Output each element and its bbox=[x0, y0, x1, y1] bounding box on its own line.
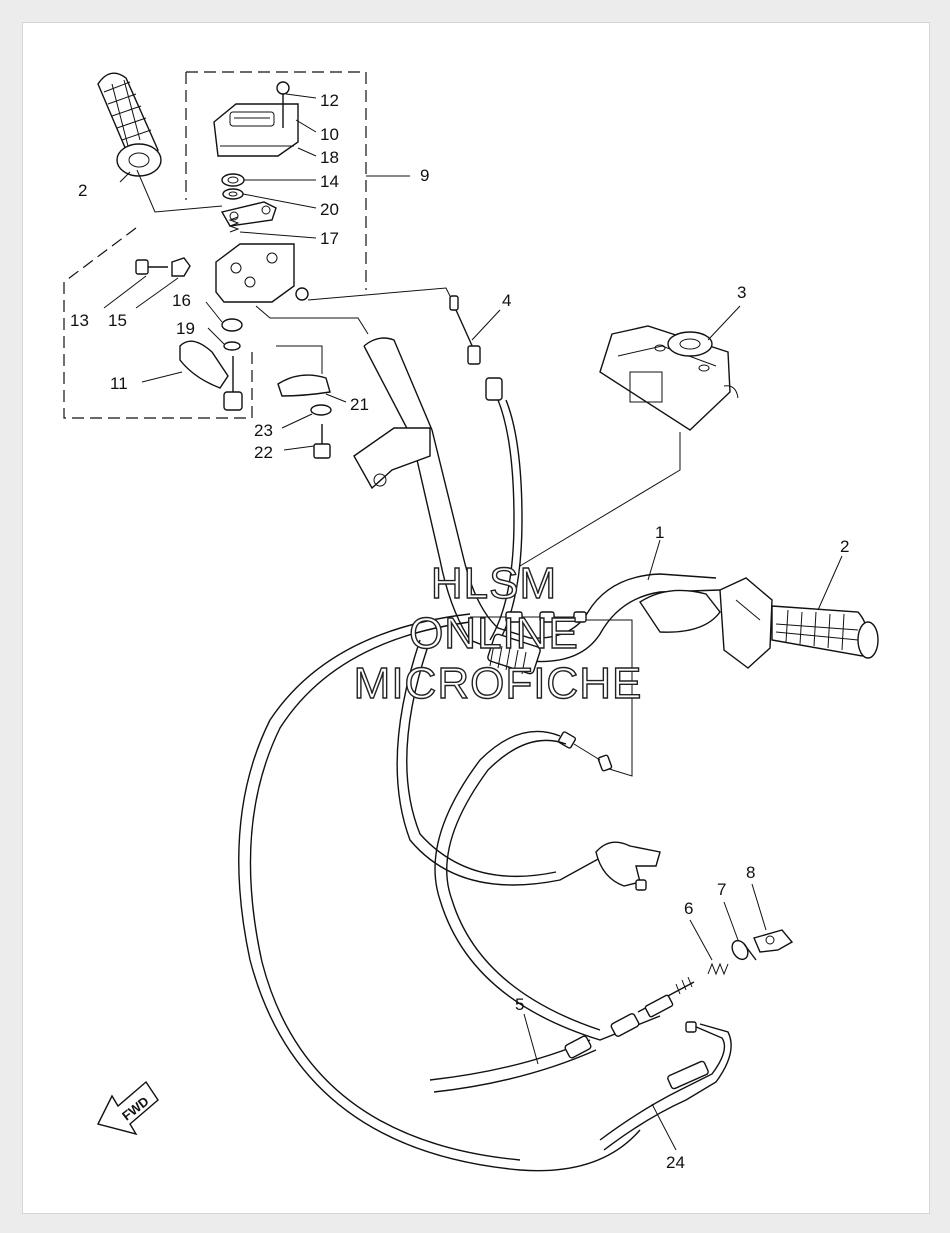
washer-20 bbox=[222, 188, 244, 200]
callout-labels: 12 10 18 9 14 20 17 2 13 15 16 19 11 21 … bbox=[70, 91, 849, 1172]
callout-12: 12 bbox=[320, 91, 339, 110]
washer-14 bbox=[221, 173, 245, 187]
callout-21: 21 bbox=[350, 395, 369, 414]
callout-11: 11 bbox=[110, 374, 128, 393]
callout-14: 14 bbox=[320, 172, 339, 191]
callout-2-left: 2 bbox=[78, 181, 87, 200]
callout-1: 1 bbox=[655, 523, 664, 542]
cable-elbow bbox=[595, 841, 661, 891]
callout-8: 8 bbox=[746, 863, 755, 882]
washer-19 bbox=[223, 341, 241, 351]
washer-23 bbox=[310, 404, 332, 416]
fwd-direction-marker: FWD bbox=[96, 1080, 159, 1136]
holder-8 bbox=[753, 929, 794, 953]
cable-24 bbox=[599, 1021, 732, 1151]
throttle-cable bbox=[449, 295, 541, 675]
right-switch-housing bbox=[719, 577, 773, 669]
cable-fittings bbox=[470, 611, 633, 777]
nut-15 bbox=[171, 257, 191, 277]
right-grip bbox=[771, 605, 879, 659]
callout-20: 20 bbox=[320, 200, 339, 219]
arrow-left-down-icon bbox=[96, 1080, 159, 1136]
callout-19: 19 bbox=[176, 319, 195, 338]
cover-screw bbox=[276, 81, 290, 128]
watermark-line-3: MICROFICHE bbox=[354, 659, 643, 708]
clutch-cable-loop bbox=[238, 613, 661, 1172]
left-grip bbox=[97, 72, 223, 213]
pin-7 bbox=[731, 939, 757, 961]
watermark-line-1: HLSM bbox=[431, 559, 557, 608]
callout-22: 22 bbox=[254, 443, 273, 462]
bolt-22 bbox=[313, 424, 331, 459]
collar-16 bbox=[221, 318, 243, 332]
callout-2-right: 2 bbox=[840, 537, 849, 556]
callout-5: 5 bbox=[515, 995, 524, 1014]
leader-lines bbox=[103, 93, 843, 1151]
callout-23: 23 bbox=[254, 421, 273, 440]
watermark-line-2: ONLINE bbox=[409, 609, 579, 658]
callout-10: 10 bbox=[320, 125, 339, 144]
spring-17 bbox=[228, 216, 240, 233]
housing-body bbox=[215, 243, 309, 303]
callout-4: 4 bbox=[502, 291, 511, 310]
callout-6: 6 bbox=[684, 899, 693, 918]
callout-13: 13 bbox=[70, 311, 89, 330]
handlebar-cover bbox=[519, 325, 739, 567]
callout-16: 16 bbox=[172, 291, 191, 310]
watermark: HLSM ONLINE MICROFICHE bbox=[353, 558, 643, 708]
housing-cover bbox=[213, 103, 299, 157]
throttle-assembly-outline bbox=[63, 71, 410, 419]
callout-9: 9 bbox=[420, 166, 429, 185]
lever-plate bbox=[220, 201, 277, 227]
callout-7: 7 bbox=[717, 880, 726, 899]
throttle-lever bbox=[179, 340, 243, 411]
callout-15: 15 bbox=[108, 311, 127, 330]
handlebar bbox=[353, 337, 721, 663]
callout-18: 18 bbox=[320, 148, 339, 167]
bolt-13 bbox=[135, 259, 168, 275]
clamp-21 bbox=[277, 374, 331, 397]
callout-24: 24 bbox=[666, 1153, 685, 1172]
spring-6 bbox=[707, 962, 729, 976]
adjuster-cable bbox=[429, 976, 695, 1093]
callout-17: 17 bbox=[320, 229, 339, 248]
callout-3: 3 bbox=[737, 283, 746, 302]
